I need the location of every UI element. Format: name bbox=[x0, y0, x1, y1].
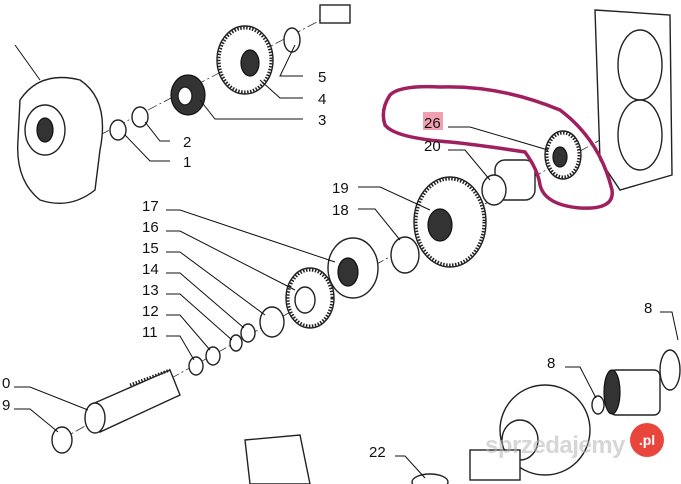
gear-4 bbox=[216, 25, 274, 95]
bearing-3 bbox=[170, 74, 206, 116]
drum-part bbox=[603, 369, 661, 416]
callout-15: 15 bbox=[142, 240, 159, 257]
lower-left-housing bbox=[244, 434, 311, 484]
ring-8-right bbox=[659, 349, 681, 391]
ring-2 bbox=[131, 106, 149, 128]
part-22 bbox=[411, 473, 449, 484]
callout-1: 1 bbox=[183, 154, 191, 171]
callout-17: 17 bbox=[142, 198, 159, 215]
left-housing bbox=[16, 76, 104, 204]
bushing-18 bbox=[390, 236, 420, 274]
callout-5: 5 bbox=[318, 69, 326, 86]
callout-11: 11 bbox=[142, 324, 158, 341]
callout-4: 4 bbox=[318, 91, 326, 108]
callout-18: 18 bbox=[332, 202, 349, 219]
leader-lines bbox=[14, 44, 679, 479]
callout-26: 26 bbox=[424, 115, 441, 132]
callout-8-right: 8 bbox=[644, 300, 652, 317]
ring-1 bbox=[109, 119, 127, 141]
callout-26-highlight bbox=[423, 112, 443, 130]
bushing-15 bbox=[259, 306, 285, 338]
callout-3: 3 bbox=[318, 112, 326, 129]
lower-housing bbox=[469, 384, 591, 481]
ring-8 bbox=[591, 395, 605, 415]
callout-22: 22 bbox=[369, 444, 386, 461]
gear-26 bbox=[544, 130, 582, 180]
callout-0: 0 bbox=[2, 375, 10, 392]
ring-14 bbox=[240, 323, 256, 343]
callout-14: 14 bbox=[142, 261, 159, 278]
ring-5 bbox=[283, 27, 301, 53]
main-shaft bbox=[84, 368, 181, 434]
ring-12 bbox=[205, 346, 221, 366]
callout-2: 2 bbox=[183, 134, 191, 151]
shaft-end bbox=[319, 4, 351, 24]
ring-13 bbox=[229, 334, 243, 352]
callout-19: 19 bbox=[332, 180, 349, 197]
highlight-loop bbox=[381, 84, 614, 210]
gear-19 bbox=[413, 176, 487, 268]
callout-13: 13 bbox=[142, 282, 159, 299]
gear-16 bbox=[285, 267, 335, 329]
right-housing bbox=[594, 9, 673, 191]
ring-9 bbox=[51, 426, 73, 454]
callout-8: 8 bbox=[547, 355, 555, 372]
synchro-17 bbox=[327, 237, 379, 299]
sleeve-20 bbox=[481, 159, 536, 206]
watermark-badge: .pl bbox=[630, 423, 664, 457]
watermark-text: sprzedajemy bbox=[485, 432, 625, 459]
callout-20: 20 bbox=[424, 138, 441, 155]
callout-9: 9 bbox=[2, 397, 10, 414]
callout-12: 12 bbox=[142, 303, 159, 320]
ring-11 bbox=[188, 356, 204, 376]
callout-16: 16 bbox=[142, 219, 159, 236]
